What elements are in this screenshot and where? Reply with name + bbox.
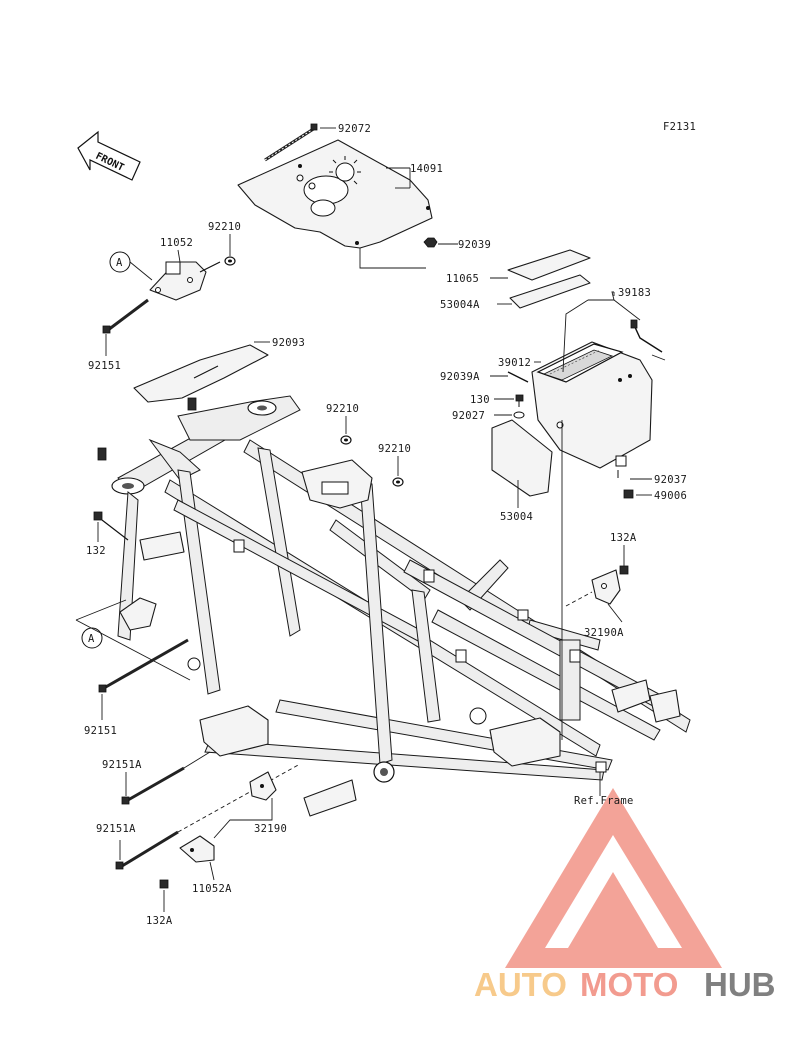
nut-92210-center (340, 435, 352, 445)
nut-92210-right (392, 477, 404, 487)
label-132: 132 (86, 545, 106, 557)
watermark-auto: AUTO (474, 966, 567, 1003)
ref-marker-a-top: A (116, 257, 123, 269)
pad-53004A (509, 274, 591, 309)
pad-92093 (133, 344, 269, 403)
label-39183: 39183 (618, 287, 651, 299)
bracket-32190A (591, 569, 621, 605)
label-92093: 92093 (272, 337, 305, 349)
bracket-32190 (249, 771, 277, 801)
watermark-logo (505, 788, 722, 968)
front-arrow-icon: FRONT (77, 130, 141, 181)
label-132A-top: 132A (610, 532, 637, 544)
label-11052A: 11052A (192, 883, 232, 895)
pad-53004 (491, 419, 553, 497)
watermark-hub: HUB (704, 966, 776, 1003)
bolt-92151A-lower (115, 830, 179, 870)
label-32190: 32190 (254, 823, 287, 835)
bolt-92151-bottom (98, 638, 189, 693)
main-frame (97, 395, 691, 817)
label-53004: 53004 (500, 511, 533, 523)
label-132A-bottom: 132A (146, 915, 173, 927)
label-11065: 11065 (446, 273, 479, 285)
figure-code: F2131 (663, 121, 696, 133)
label-92037: 92037 (654, 474, 687, 486)
label-130: 130 (470, 394, 490, 406)
clip-92037 (615, 455, 627, 478)
skid-plate-14091 (237, 139, 433, 249)
label-11052: 11052 (160, 237, 193, 249)
clamp-39183 (630, 319, 663, 353)
air-box-39012 (531, 341, 653, 469)
ref-marker-a-bottom: A (88, 633, 95, 645)
label-ref-frame: Ref.Frame (574, 795, 634, 807)
bracket-11052A (179, 835, 215, 863)
label-92151A-a: 92151A (102, 759, 142, 771)
bolt-92151-top (102, 298, 149, 334)
label-49006: 49006 (654, 490, 687, 502)
label-92210-right: 92210 (378, 443, 411, 455)
label-14091: 14091 (410, 163, 443, 175)
label-92039A: 92039A (440, 371, 480, 383)
label-92072: 92072 (338, 123, 371, 135)
watermark-text: AUTO MOTO HUB (474, 966, 776, 1003)
bolt-132 (93, 511, 129, 541)
label-92039: 92039 (458, 239, 491, 251)
washer-92027 (513, 411, 525, 419)
cap-49006 (623, 489, 634, 499)
label-92151-mid: 92151 (84, 725, 117, 737)
bolt-92072 (264, 123, 318, 162)
pad-11065 (507, 249, 591, 281)
label-92210-top: 92210 (208, 221, 241, 233)
label-39012: 39012 (498, 357, 531, 369)
label-92151-top: 92151 (88, 360, 121, 372)
label-53004A: 53004A (440, 299, 480, 311)
label-92151A-b: 92151A (96, 823, 136, 835)
nut-92039 (423, 237, 438, 248)
screw-130 (515, 394, 524, 407)
label-92027: 92027 (452, 410, 485, 422)
label-32190A: 32190A (584, 627, 624, 639)
bolt-132A-top (619, 565, 629, 575)
bolt-132A-bottom (159, 879, 169, 889)
label-92210-center: 92210 (326, 403, 359, 415)
bolt-92151A-upper (121, 766, 185, 805)
nut-92210-top (224, 256, 236, 266)
watermark-moto: MOTO (580, 966, 678, 1003)
bracket-11052 (149, 261, 221, 301)
